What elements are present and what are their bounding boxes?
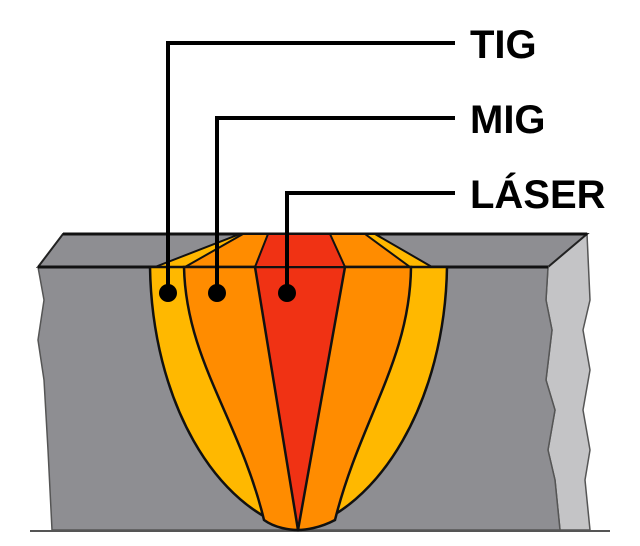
tig-dot: [159, 284, 177, 302]
laser-zone-top: [253, 233, 347, 268]
mig-label: MIG: [470, 98, 546, 142]
tig-label: TIG: [470, 23, 537, 67]
laser-label: LÁSER: [470, 172, 606, 217]
laser-leader-line: [285, 191, 455, 293]
tig-leader-line: [166, 41, 455, 293]
mig-leader-line: [215, 116, 455, 293]
mig-dot: [208, 284, 226, 302]
laser-dot: [278, 284, 296, 302]
